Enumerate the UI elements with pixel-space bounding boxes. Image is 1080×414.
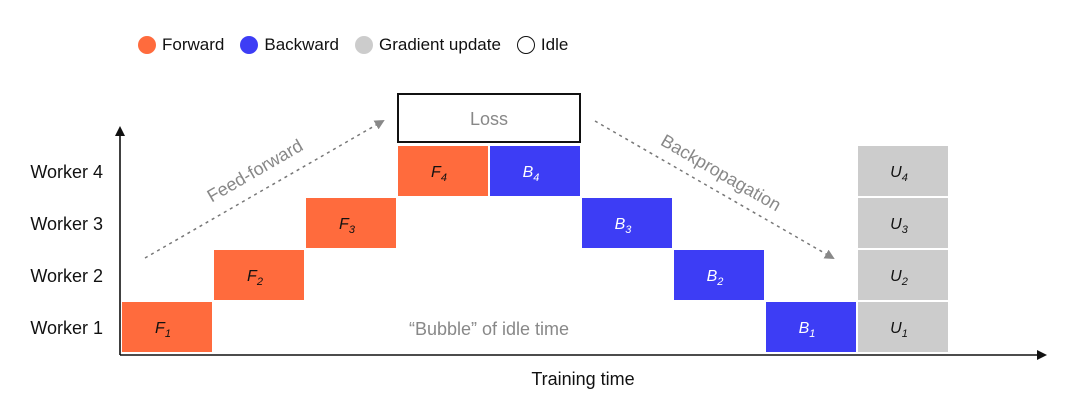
block-subscript: 4	[902, 172, 908, 184]
worker-label: Worker 3	[30, 214, 103, 234]
update-block-label: U4	[890, 164, 908, 184]
block-letter: B	[707, 268, 718, 285]
block-subscript: 3	[625, 224, 632, 236]
legend-swatch-forward	[138, 36, 156, 54]
legend-swatch-backward	[240, 36, 259, 54]
block-letter: B	[615, 216, 626, 233]
backward-block-label: B2	[707, 268, 724, 288]
block-subscript: 1	[809, 328, 815, 340]
backward-block	[674, 250, 764, 300]
legend-label-forward: Forward	[162, 35, 225, 54]
backward-block-label: B3	[615, 216, 633, 236]
block-subscript: 1	[165, 328, 171, 340]
legend-item-backward: Backward	[240, 35, 339, 55]
backward-block-label: B1	[799, 320, 816, 340]
loss-box	[397, 93, 581, 143]
feed-forward-label: Feed-forward	[204, 135, 307, 206]
worker-label: Worker 1	[30, 318, 103, 338]
block-subscript: 4	[533, 172, 539, 184]
backward-block	[766, 302, 856, 352]
legend-label-update: Gradient update	[379, 35, 501, 54]
forward-block	[122, 302, 212, 352]
block-subscript: 3	[349, 224, 356, 236]
backward-block-label: B4	[523, 164, 540, 184]
forward-block-label: F2	[247, 268, 263, 288]
update-block	[858, 146, 948, 196]
legend-swatch-idle	[516, 36, 535, 54]
update-block-label: U1	[890, 320, 908, 340]
block-letter: U	[890, 164, 902, 181]
legend-item-idle: Idle	[516, 35, 569, 55]
block-letter: F	[247, 268, 258, 285]
block-letter: U	[890, 216, 902, 233]
backward-block	[490, 146, 580, 196]
legend-swatch-update	[355, 36, 373, 54]
backward-block	[582, 198, 672, 248]
forward-block-label: F4	[431, 164, 447, 184]
loss-label: Loss	[470, 109, 508, 129]
worker-label: Worker 2	[30, 266, 103, 286]
block-subscript: 2	[256, 276, 263, 288]
block-letter: B	[523, 164, 534, 181]
block-subscript: 4	[441, 172, 447, 184]
block-subscript: 2	[901, 276, 908, 288]
block-subscript: 3	[902, 224, 909, 236]
block-subscript: 2	[716, 276, 723, 288]
forward-block-label: F1	[155, 320, 171, 340]
update-block-label: U2	[890, 268, 908, 288]
block-letter: F	[431, 164, 442, 181]
backpropagation-label: Backpropagation	[657, 130, 784, 215]
update-block-label: U3	[890, 216, 909, 236]
block-letter: U	[890, 268, 902, 285]
legend-item-update: Gradient update	[355, 35, 501, 55]
forward-block	[214, 250, 304, 300]
forward-block	[306, 198, 396, 248]
block-subscript: 1	[902, 328, 908, 340]
bubble-label: “Bubble” of idle time	[409, 319, 569, 339]
update-block	[858, 302, 948, 352]
worker-labels: Worker 4 Worker 3 Worker 2 Worker 1	[30, 162, 103, 338]
block-letter: F	[155, 320, 166, 337]
legend-item-forward: Forward	[138, 35, 224, 55]
block-letter: F	[339, 216, 350, 233]
legend: Forward Backward Gradient update Idle	[138, 34, 584, 56]
legend-label-backward: Backward	[264, 35, 339, 54]
block-letter: B	[799, 320, 810, 337]
block-letter: U	[890, 320, 902, 337]
forward-block	[398, 146, 488, 196]
legend-label-idle: Idle	[540, 35, 569, 54]
forward-block-label: F3	[339, 216, 356, 236]
update-block	[858, 250, 948, 300]
update-block	[858, 198, 948, 248]
worker-label: Worker 4	[30, 162, 103, 182]
x-axis-label: Training time	[531, 369, 634, 389]
